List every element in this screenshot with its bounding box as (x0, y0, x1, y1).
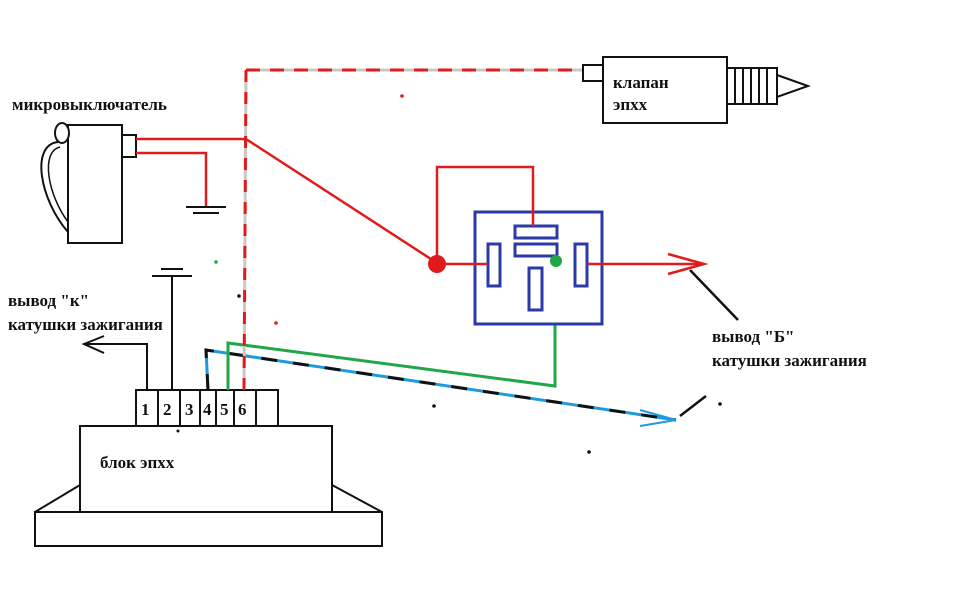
valve-stem (582, 64, 604, 82)
k-output-label-line1: вывод "к" (8, 291, 89, 310)
arrow-relay-output (667, 252, 709, 276)
microswitch-body (67, 124, 123, 244)
relay-contact-top (513, 224, 559, 240)
arrow-b-output (639, 409, 677, 427)
wire-switch-to-relay (245, 137, 438, 265)
wire-switch-ground (136, 151, 208, 207)
relay-contact-mid (513, 242, 559, 258)
speck (176, 429, 180, 433)
pin-label-6: 6 (238, 400, 247, 419)
relay-green-node (550, 255, 562, 267)
relay-contact-center (527, 266, 544, 312)
microswitch-button (54, 122, 70, 144)
wire-pin4-black-dash (204, 348, 677, 422)
block-base (34, 511, 383, 547)
microswitch-lever-inner (47, 146, 69, 223)
valve-label-line2: эпхх (613, 95, 648, 114)
microswitch: микровыключатель (12, 95, 167, 244)
block-base-slope-right (331, 484, 383, 513)
pin-label-4: 4 (203, 400, 212, 419)
speck (718, 402, 722, 406)
speck (274, 321, 278, 325)
pin-label-2: 2 (163, 400, 172, 419)
wire-pin6-red-dash (242, 69, 248, 391)
pin-label-5: 5 (220, 400, 229, 419)
relay-junction-node (428, 255, 446, 273)
valve-body (602, 56, 728, 124)
speck (237, 294, 241, 298)
wire-pin1-k-output (86, 343, 148, 390)
microswitch-label: микровыключатель (12, 95, 167, 114)
speck (587, 450, 591, 454)
leader-b-relay (689, 269, 739, 321)
leader-b-blue (679, 395, 707, 417)
microswitch-lever (40, 141, 69, 233)
relay-contact-right (573, 242, 589, 288)
block-epxx: блок эпхх 1 2 3 4 5 6 (34, 389, 383, 547)
speck (432, 404, 436, 408)
k-output-label-line2: катушки зажигания (8, 315, 163, 334)
relay-contact-left (486, 242, 502, 288)
arrow-k-output (81, 335, 105, 354)
valve-label-line1: клапан (613, 73, 669, 92)
speck (400, 94, 404, 98)
pin-label-3: 3 (185, 400, 194, 419)
connector-pin-empty (255, 389, 279, 427)
block-label: блок эпхх (100, 453, 175, 472)
block-body (79, 425, 333, 513)
pin-label-1: 1 (141, 400, 150, 419)
speck (214, 260, 218, 264)
valve-needle (776, 73, 811, 99)
wire-relay-loop (435, 165, 535, 263)
valve-epxx: клапан эпхх (582, 56, 811, 124)
b-output-label-line2: катушки зажигания (712, 351, 867, 370)
microswitch-terminals (121, 134, 137, 158)
block-base-slope-left (34, 484, 81, 513)
b-output-label-line1: вывод "Б" (712, 327, 795, 346)
relay (473, 210, 604, 326)
